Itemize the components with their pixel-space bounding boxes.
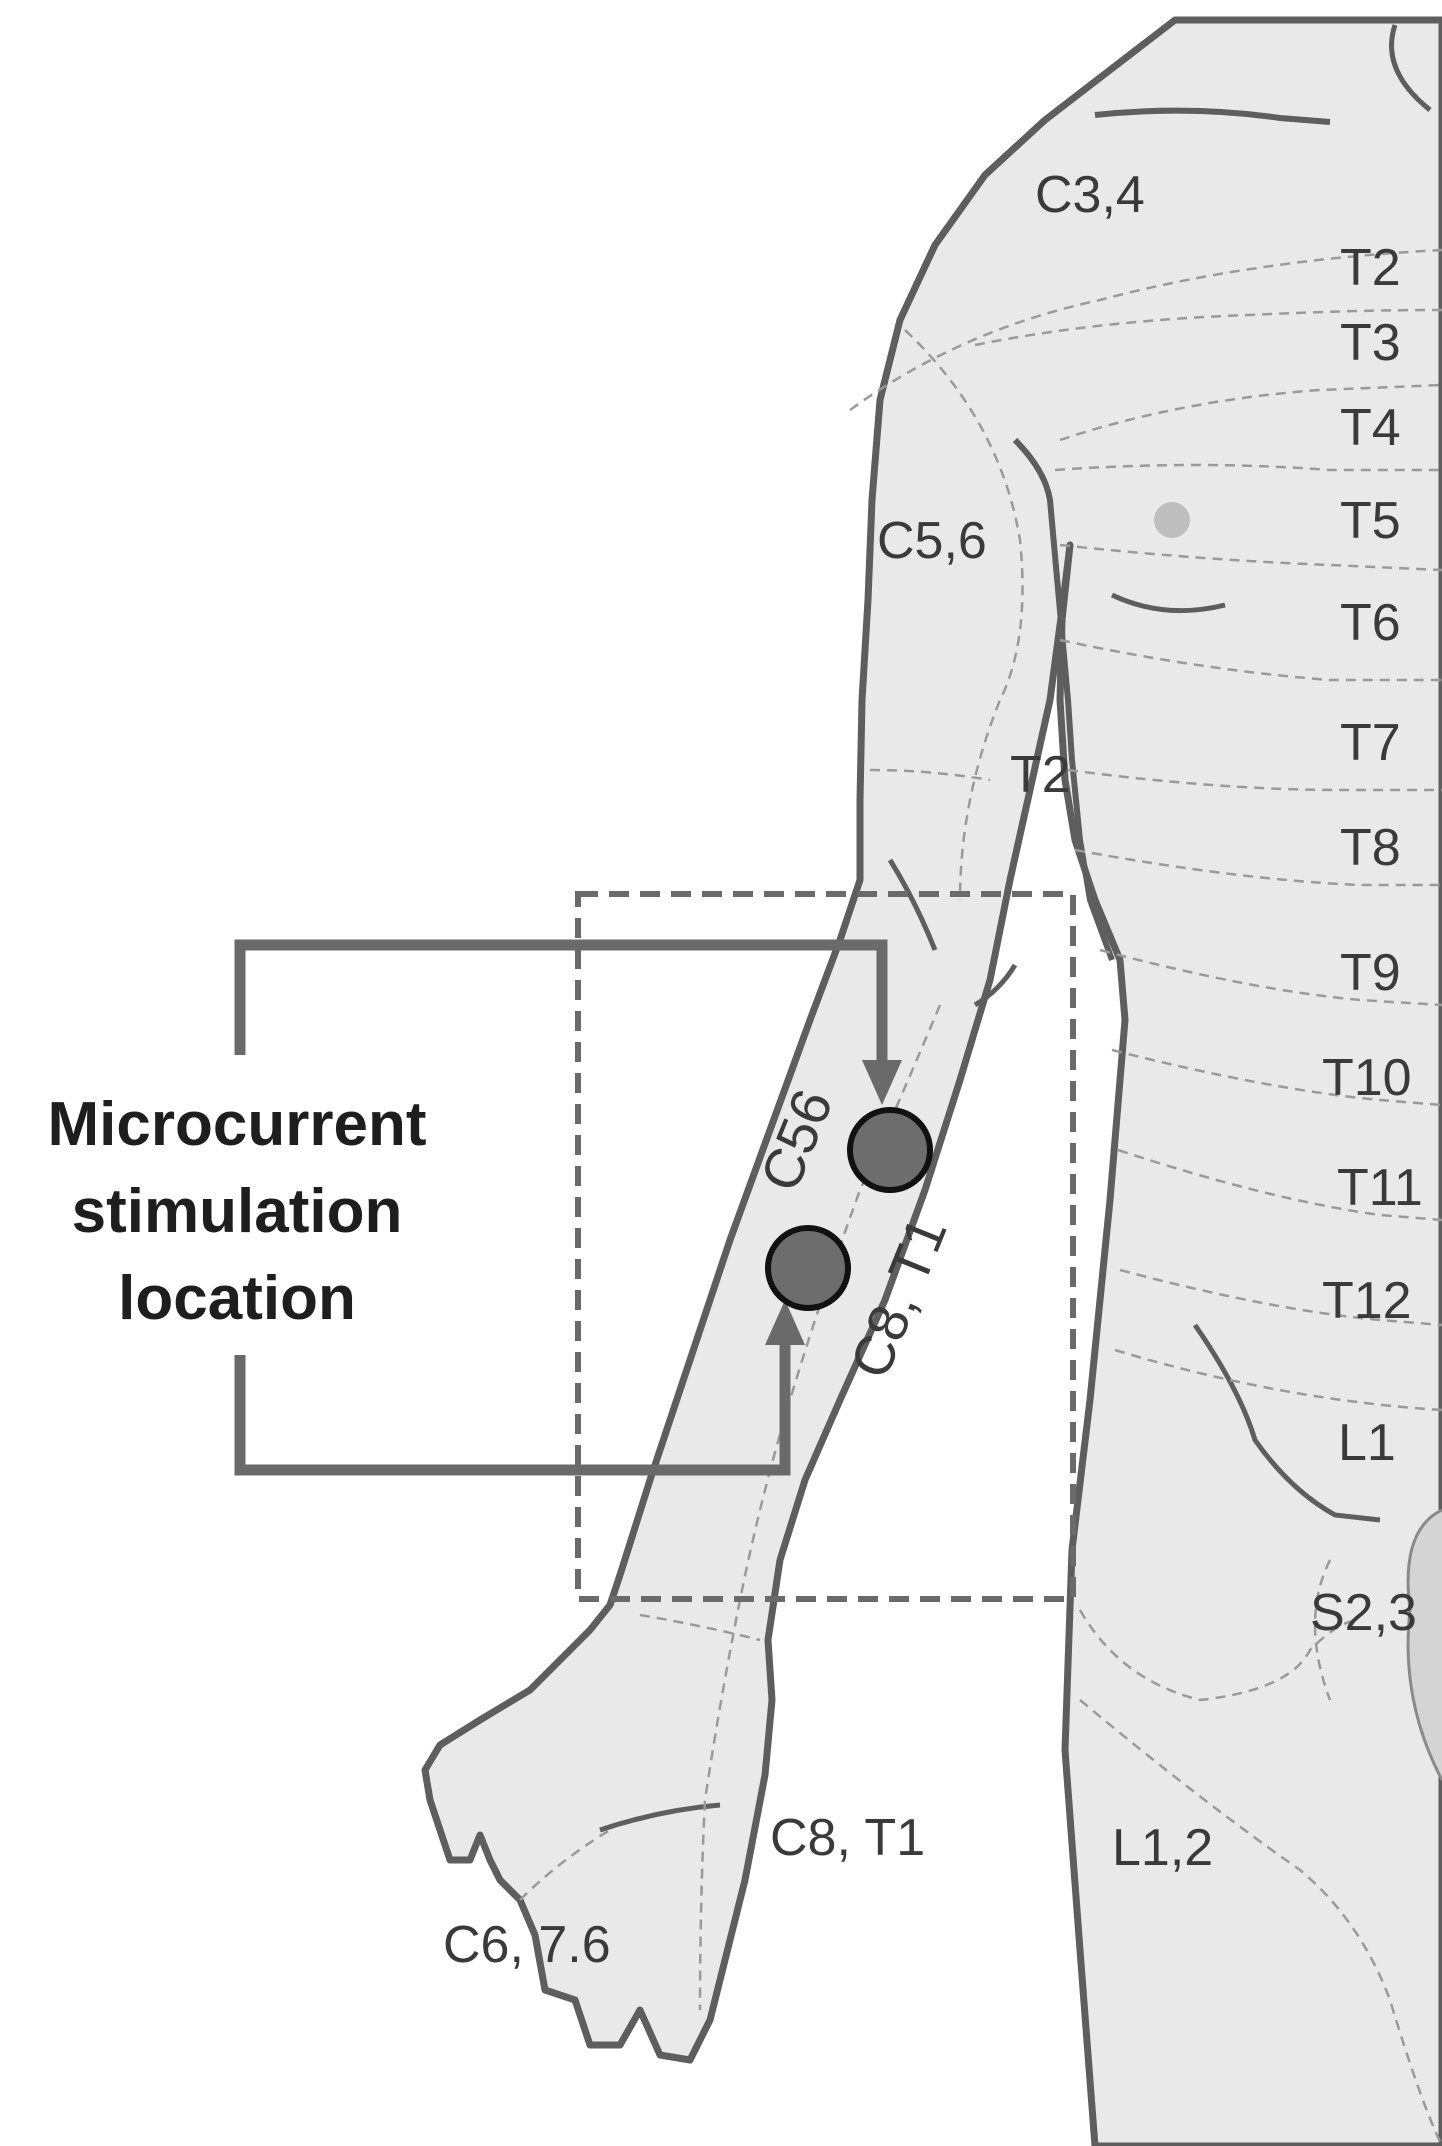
label-c6-76: C6, 7.6 xyxy=(443,1916,611,1974)
callout-line-1: Microcurrent xyxy=(48,1090,427,1159)
neck-curve xyxy=(1389,24,1432,112)
pectoral-curve xyxy=(1110,592,1226,614)
body-silhouette xyxy=(421,16,1442,2146)
label-t9: T9 xyxy=(1340,944,1401,1002)
label-t2-arm: T2 xyxy=(1010,746,1071,804)
arrow-head-lower xyxy=(765,1300,805,1345)
label-t11: T11 xyxy=(1337,1159,1423,1217)
label-s23: S2,3 xyxy=(1310,1584,1417,1642)
forearm-highlight-box xyxy=(575,891,1076,1602)
elbow-crease-outer xyxy=(887,858,938,951)
label-t3: T3 xyxy=(1340,314,1401,372)
collarbone-line xyxy=(1094,107,1331,125)
palm-crease xyxy=(599,1802,721,1833)
elbow-crease xyxy=(973,963,1018,1008)
pelvis-region xyxy=(1406,1508,1442,1781)
label-t2-chest: T2 xyxy=(1340,239,1401,297)
label-l1: L1 xyxy=(1338,1414,1396,1472)
electrode-lower xyxy=(765,1225,851,1311)
callout-bracket xyxy=(234,939,888,1476)
label-l12: L1,2 xyxy=(1112,1819,1213,1877)
label-c56-shoulder: C5,6 xyxy=(877,512,987,570)
arrow-head-upper xyxy=(862,1060,902,1105)
label-c34: C3,4 xyxy=(1035,166,1145,224)
label-t5: T5 xyxy=(1340,492,1401,550)
nipple-mark xyxy=(1154,502,1190,538)
label-t6: T6 xyxy=(1340,594,1401,652)
torso-arm-shape xyxy=(421,16,1442,2146)
electrode-upper xyxy=(847,1107,933,1193)
label-t10: T10 xyxy=(1322,1049,1412,1107)
label-t4: T4 xyxy=(1340,399,1401,457)
abdomen-curve xyxy=(1192,1323,1381,1523)
label-t8: T8 xyxy=(1340,819,1401,877)
armpit-line xyxy=(1012,437,1115,962)
label-c8t1-hand: C8, T1 xyxy=(770,1809,925,1867)
label-t12: T12 xyxy=(1322,1272,1412,1330)
callout-line-2: stimulation xyxy=(72,1177,403,1246)
callout-line-3: location xyxy=(118,1264,356,1333)
label-t7: T7 xyxy=(1340,714,1401,772)
